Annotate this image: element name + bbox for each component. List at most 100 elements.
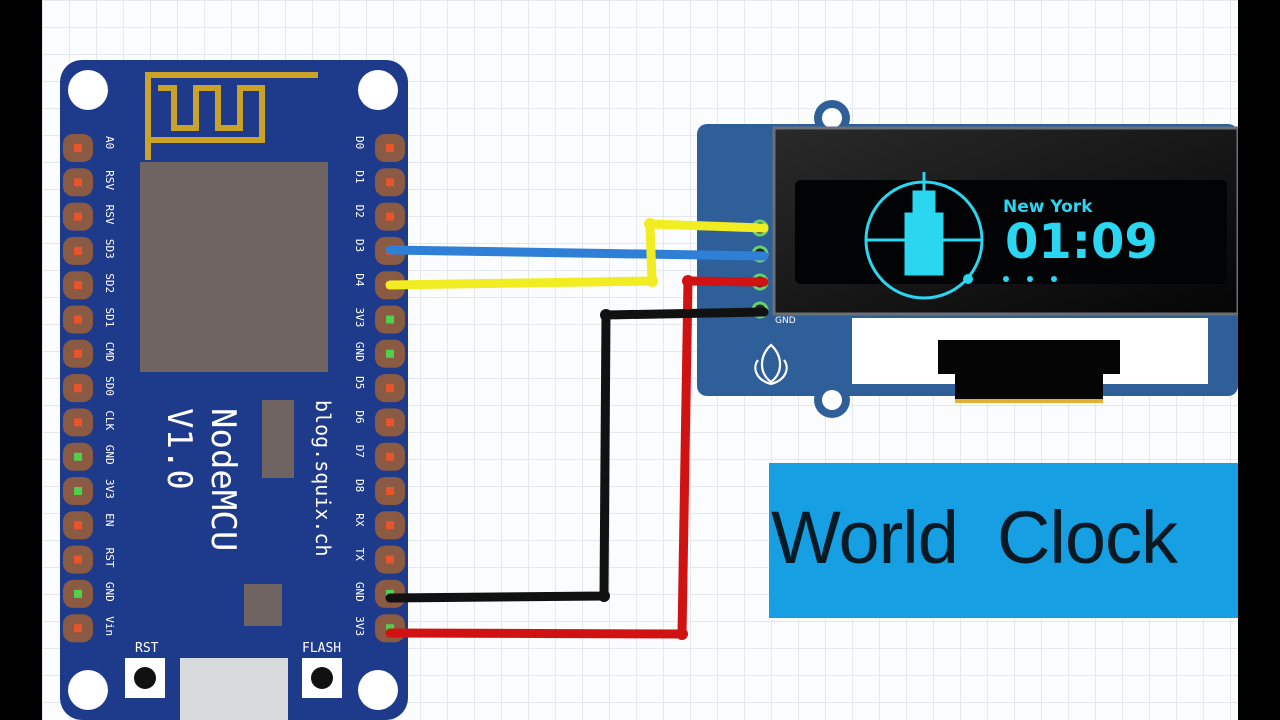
wire-joint bbox=[644, 218, 656, 230]
wire-joint bbox=[600, 309, 612, 321]
seeed-logo-icon bbox=[754, 343, 788, 386]
wire-joint bbox=[646, 275, 658, 287]
left-pin-label: SD1 bbox=[103, 308, 116, 328]
right-pin-label: D8 bbox=[353, 479, 366, 492]
board-url: blog.squix.ch bbox=[311, 400, 335, 557]
oled-glass-edge bbox=[772, 126, 1238, 316]
left-pin-dot bbox=[74, 624, 82, 633]
oled-screen bbox=[795, 180, 1227, 284]
right-pin-label: GND bbox=[353, 582, 366, 602]
oled-city: New York bbox=[1003, 197, 1093, 217]
chip bbox=[262, 400, 294, 478]
right-pin-dot bbox=[386, 418, 394, 427]
oled-page-dots bbox=[963, 274, 1057, 284]
oled-ribbon-tail bbox=[955, 370, 1103, 400]
left-pin-dot bbox=[74, 384, 82, 393]
right-pin-dot bbox=[386, 555, 394, 564]
right-pin-label: D7 bbox=[353, 445, 366, 458]
board-version: V1.0 bbox=[159, 408, 199, 490]
right-pin-label: D5 bbox=[353, 376, 366, 389]
wire-yellow-d4 bbox=[385, 219, 769, 290]
left-pin-dot bbox=[74, 452, 82, 461]
left-pin-label: GND bbox=[103, 445, 116, 465]
wire-joint bbox=[682, 275, 694, 287]
wire-joint bbox=[598, 590, 610, 602]
rst-button-cap[interactable] bbox=[134, 667, 156, 689]
wire-black-gnd bbox=[385, 307, 769, 603]
mount-hole bbox=[358, 670, 398, 710]
right-pin-label: D0 bbox=[353, 136, 366, 149]
left-pin-label: SD3 bbox=[103, 239, 116, 259]
mount-hole bbox=[68, 670, 108, 710]
flash-button-cap[interactable] bbox=[311, 667, 333, 689]
flash-label: FLASH bbox=[302, 641, 341, 656]
left-pin-dot bbox=[74, 212, 82, 221]
wire-joint bbox=[676, 628, 688, 640]
oled-mount-hole bbox=[822, 390, 842, 410]
left-pin-label: EN bbox=[103, 513, 116, 526]
left-pin-label: RSV bbox=[103, 170, 116, 190]
right-pin-dot bbox=[386, 315, 394, 324]
right-pin-dot bbox=[386, 624, 394, 633]
right-pin-dot bbox=[386, 144, 394, 152]
title-box bbox=[769, 463, 1238, 618]
left-pin-label: Vin bbox=[103, 616, 116, 636]
nodemcu-board: RST FLASH NodeMCU V1.0 blog.squix.ch A0R… bbox=[60, 60, 408, 720]
right-pin-label: D3 bbox=[353, 239, 366, 252]
wire-red-3v3 bbox=[385, 276, 769, 639]
right-pin-dot bbox=[386, 212, 394, 221]
left-pin-label: SD0 bbox=[103, 376, 116, 396]
right-pin-dot bbox=[386, 521, 394, 530]
chip bbox=[244, 584, 282, 626]
right-pin-label: 3V3 bbox=[353, 616, 366, 636]
right-pin-label: D6 bbox=[353, 410, 366, 423]
wires bbox=[385, 218, 769, 640]
right-pin-label: TX bbox=[353, 548, 366, 562]
usb-port bbox=[180, 658, 288, 720]
right-pin-dot bbox=[386, 452, 394, 461]
oled-module: New York 01:09 GND bbox=[697, 100, 1238, 418]
left-pin-dot bbox=[74, 315, 82, 324]
empire-state-building-icon bbox=[864, 172, 984, 300]
left-pin-dot bbox=[74, 246, 82, 255]
right-pin-label: 3V3 bbox=[353, 308, 366, 328]
right-pin-dot bbox=[386, 349, 394, 358]
left-pin-dot bbox=[74, 555, 82, 564]
right-pin-dot bbox=[386, 487, 394, 495]
mount-hole bbox=[68, 70, 108, 110]
title-label: World Clock bbox=[771, 496, 1178, 579]
oled-ribbon-strip bbox=[955, 399, 1103, 403]
esp-module bbox=[140, 162, 328, 372]
left-pin-label: GND bbox=[103, 582, 116, 602]
right-pin-dot bbox=[386, 384, 394, 393]
right-pin-dot bbox=[386, 178, 394, 187]
left-pin-dot bbox=[74, 349, 82, 358]
left-pin-label: 3V3 bbox=[103, 479, 116, 499]
right-pin-label: D4 bbox=[353, 273, 366, 287]
oled-mount-hole bbox=[822, 108, 842, 128]
oled-ribbon bbox=[938, 340, 1120, 374]
antenna-trace bbox=[145, 72, 318, 160]
wire-blue-d3 bbox=[385, 245, 769, 261]
left-pin-header: A0RSVRSVSD3SD2SD1CMDSD0CLKGND3V3ENRSTGND… bbox=[63, 134, 116, 643]
left-pin-label: RST bbox=[103, 548, 116, 568]
left-pin-dot bbox=[74, 521, 82, 530]
left-pin-label: RSV bbox=[103, 205, 116, 225]
left-pin-dot bbox=[74, 281, 82, 290]
rst-label: RST bbox=[135, 641, 159, 656]
left-pin-dot bbox=[74, 418, 82, 427]
left-pin-dot bbox=[74, 144, 82, 152]
right-pin-label: D2 bbox=[353, 205, 366, 218]
left-pin-label: CLK bbox=[103, 410, 116, 430]
right-pin-label: GND bbox=[353, 342, 366, 362]
left-pin-label: CMD bbox=[103, 342, 116, 362]
left-pin-label: SD2 bbox=[103, 273, 116, 293]
mount-hole bbox=[358, 70, 398, 110]
wiring-diagram: RST FLASH NodeMCU V1.0 blog.squix.ch A0R… bbox=[60, 60, 1238, 720]
left-pin-dot bbox=[74, 589, 82, 598]
oled-gnd-label: GND bbox=[775, 316, 796, 326]
left-pin-dot bbox=[74, 487, 82, 495]
left-pin-dot bbox=[74, 178, 82, 187]
right-pin-label: D1 bbox=[353, 170, 366, 183]
